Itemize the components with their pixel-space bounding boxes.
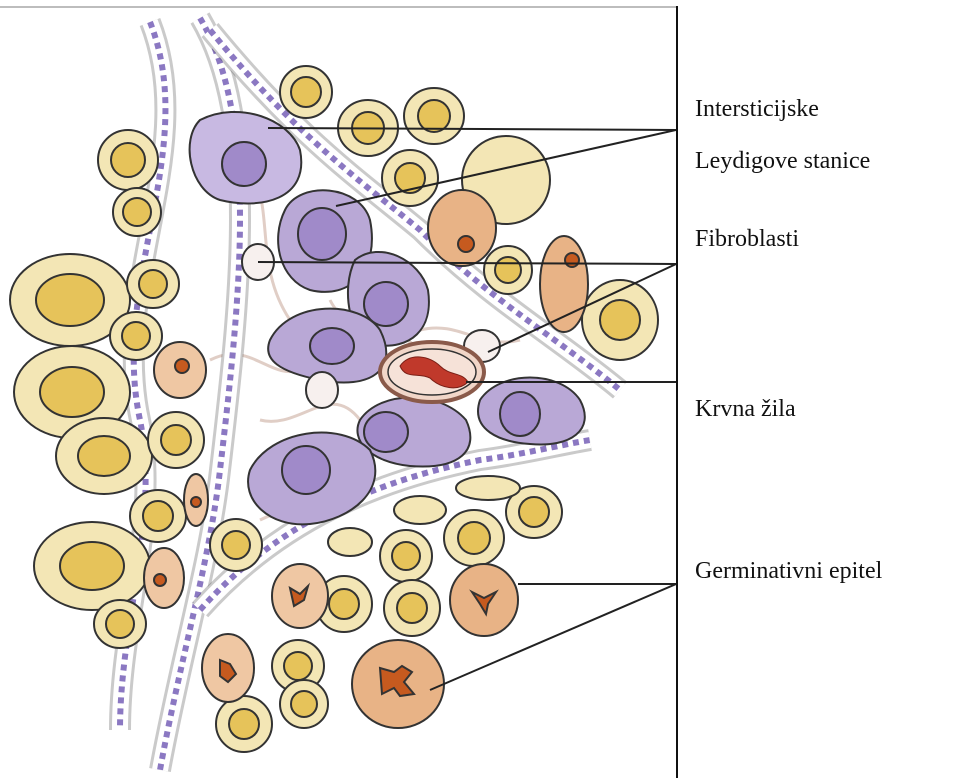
label-blood-vessel: Krvna žila <box>695 396 796 423</box>
germ-cell <box>94 600 146 648</box>
germ-cell <box>404 88 464 144</box>
germ-cell <box>380 530 432 582</box>
fibroblast <box>306 372 338 408</box>
germ-cell <box>130 490 186 542</box>
germ-cell <box>216 696 272 752</box>
orange-cell <box>184 474 208 526</box>
orange-cell <box>202 634 254 702</box>
germ-cell <box>127 260 179 308</box>
orange-cell <box>144 548 184 608</box>
leydig-cell <box>248 433 375 525</box>
germ-cell <box>394 496 446 524</box>
germ-cell <box>110 312 162 360</box>
label-interstitial-line1: Intersticijske <box>695 96 819 123</box>
leydig-cell <box>478 378 585 445</box>
orange-cell <box>428 190 496 266</box>
germ-cell <box>582 280 658 360</box>
orange-cell <box>154 342 206 398</box>
germ-cell <box>210 519 262 571</box>
orange-cell <box>352 640 444 728</box>
label-germinal-epithelium: Germinativni epitel <box>695 558 882 585</box>
germ-cell <box>113 188 161 236</box>
orange-cell <box>540 236 588 332</box>
germ-cell <box>34 522 150 610</box>
germ-cell <box>384 580 440 636</box>
germ-cell <box>98 130 158 190</box>
orange-cell <box>272 564 328 628</box>
orange-cell <box>450 564 518 636</box>
tissue-illustration <box>0 0 676 778</box>
germ-cell <box>484 246 532 294</box>
germ-cell <box>280 66 332 118</box>
label-fibroblasts: Fibroblasti <box>695 226 799 253</box>
germ-cell <box>456 476 520 500</box>
germ-cell <box>328 528 372 556</box>
germ-cell <box>280 680 328 728</box>
label-interstitial-line2: Leydigove stanice <box>695 148 870 175</box>
germ-cell <box>444 510 504 566</box>
germ-cell <box>56 418 152 494</box>
leydig-cell <box>357 398 470 467</box>
leader-interstitial-1 <box>268 128 676 130</box>
label-column-divider <box>676 6 678 778</box>
germ-cell <box>382 150 438 206</box>
germ-cell <box>148 412 204 468</box>
blood-vessel <box>380 342 484 402</box>
